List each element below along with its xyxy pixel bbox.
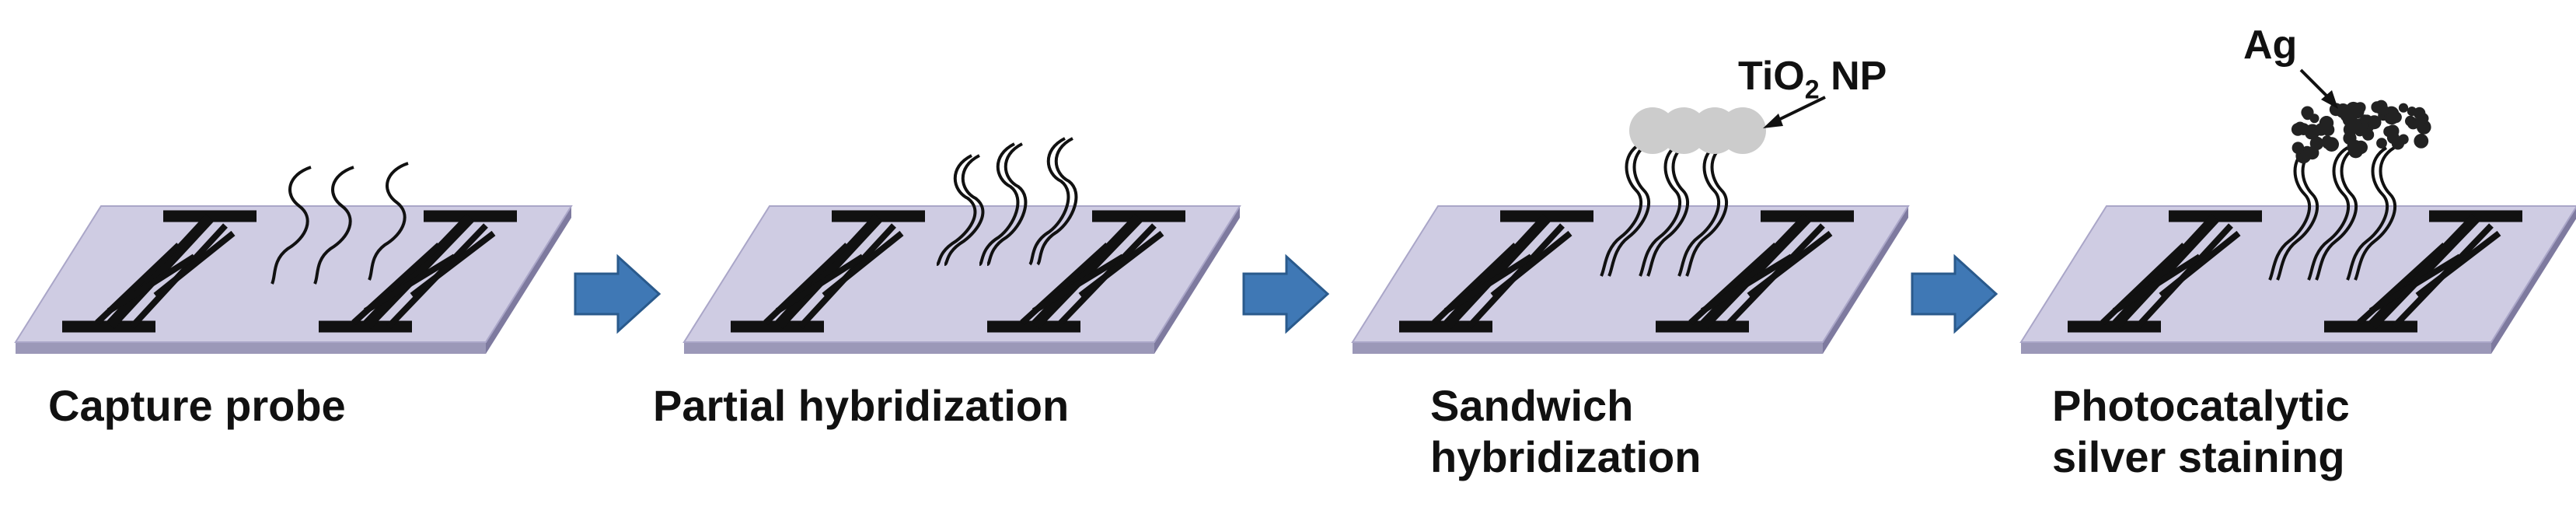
silver-particle	[2329, 103, 2343, 117]
silver-particle	[2305, 146, 2319, 160]
silver-particle	[2378, 104, 2389, 116]
panel-sandwich-hybridization	[1351, 96, 1910, 354]
silver-cluster	[2291, 100, 2431, 164]
silver-particle	[2297, 123, 2310, 136]
step-label-photocatalytic-line2: silver staining	[2052, 432, 2345, 481]
silver-particle	[2415, 117, 2425, 127]
silver-particle	[2324, 137, 2339, 152]
tio2-nanoparticles	[1629, 107, 1766, 154]
chip-substrate	[2019, 205, 2576, 354]
silver-particle	[2360, 114, 2370, 124]
chip-substrate	[14, 205, 573, 354]
silver-particle	[2292, 142, 2305, 154]
tio2-suffix: NP	[1819, 54, 1887, 99]
tio2-pointer-arrow	[1763, 96, 1826, 128]
silver-particle	[2347, 140, 2361, 155]
process-arrow	[1242, 253, 1330, 334]
chip-substrate	[1351, 205, 1910, 354]
silver-particle	[2362, 128, 2375, 141]
panel-capture-probe	[14, 162, 573, 354]
silver-particle	[2414, 134, 2429, 149]
silver-particle	[2398, 103, 2409, 113]
ag-annotation: Ag	[2243, 23, 2298, 68]
step-label-partial-hybridization: Partial hybridization	[653, 381, 1070, 430]
silver-particle	[2302, 109, 2313, 121]
hybridized-strands	[936, 137, 1078, 266]
tio2-subscript: 2	[1804, 75, 1820, 105]
silver-particle	[2376, 138, 2387, 149]
ag-pointer-arrow	[2299, 68, 2338, 109]
step-label-sandwich-line2: hybridization	[1430, 432, 1702, 481]
panel-partial-hybridization	[682, 137, 1241, 354]
silver-particle	[2407, 107, 2417, 117]
tio2-prefix: TiO	[1738, 54, 1805, 99]
tio2-np-annotation: TiO2 NP	[1738, 53, 1887, 113]
silver-particle	[2367, 115, 2382, 130]
step-label-photocatalytic-line1: Photocatalytic	[2052, 381, 2350, 430]
panel-photocatalytic-silver-staining	[2019, 68, 2576, 354]
silver-particle	[2386, 131, 2400, 145]
process-arrow	[574, 253, 661, 334]
silver-particle	[2343, 122, 2358, 137]
step-label-capture-probe: Capture probe	[48, 381, 346, 430]
silver-particle	[2319, 116, 2334, 131]
process-arrow	[1911, 253, 1998, 334]
step-label-sandwich-line1: Sandwich	[1430, 381, 1634, 430]
sandwich-strands	[1600, 142, 1728, 277]
capture-probe-strands	[271, 162, 409, 285]
silver-particle	[2340, 108, 2354, 122]
stained-strands	[2268, 146, 2396, 281]
chip-substrate	[682, 205, 1241, 354]
